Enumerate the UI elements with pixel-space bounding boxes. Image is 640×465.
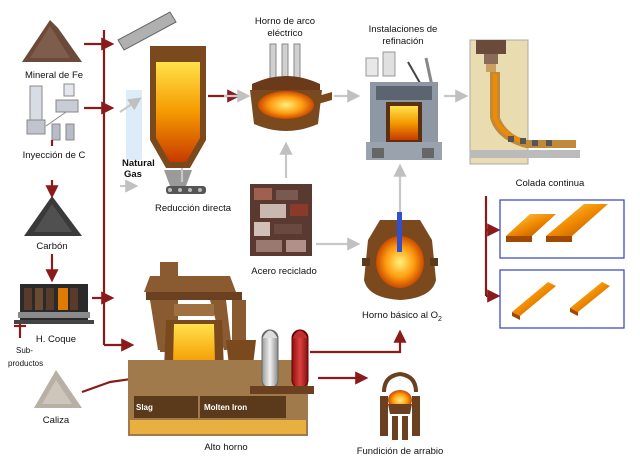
label-horno-basico-main: Horno básico al O <box>362 310 438 321</box>
label-sub: Sub- <box>16 346 33 355</box>
label-horno-basico: Horno básico al O2 <box>362 310 442 323</box>
label-caliza: Caliza <box>43 415 70 426</box>
label-productos: productos <box>8 359 43 368</box>
label-horno-arco-1: Horno de arco <box>255 16 315 27</box>
label-h-coque: H. Coque <box>36 334 76 345</box>
refining-ladle-icon <box>365 51 442 160</box>
recycled-scrap-icon <box>250 184 312 256</box>
raw-material-connectors <box>14 30 143 394</box>
limestone-pile-icon <box>34 370 82 408</box>
label-instalaciones-2: refinación <box>382 36 423 47</box>
label-colada-continua: Colada continua <box>516 178 585 189</box>
continuous-caster-icon <box>469 39 580 165</box>
label-reduccion-directa: Reducción directa <box>155 203 232 214</box>
label-alto-horno: Alto horno <box>204 442 247 453</box>
electric-arc-furnace-icon <box>250 43 332 131</box>
label-fundicion-arrabio: Fundición de arrabio <box>357 446 444 457</box>
coke-oven-icon <box>14 284 94 324</box>
label-horno-basico-sub: 2 <box>438 316 442 323</box>
flow-arrows <box>119 89 501 385</box>
basic-oxygen-furnace-icon <box>362 212 438 300</box>
label-inyeccion-c: Inyección de C <box>23 150 86 161</box>
label-instalaciones-1: Instalaciones de <box>369 24 438 35</box>
steel-billet-icon <box>499 269 625 329</box>
label-horno-arco-2: eléctrico <box>267 28 302 39</box>
pig-iron-ladle-icon <box>380 371 420 440</box>
blast-furnace-icon <box>128 262 314 436</box>
steel-slab-icon <box>499 199 625 259</box>
label-natural: Natural <box>122 158 155 169</box>
label-acero-reciclado: Acero reciclado <box>251 266 316 277</box>
coal-pile-icon <box>24 196 82 236</box>
label-molten-iron: Molten Iron <box>204 403 247 412</box>
iron-ore-pile-icon <box>22 20 82 62</box>
label-slag: Slag <box>136 403 153 412</box>
label-mineral-fe: Mineral de Fe <box>25 70 83 81</box>
label-carbon: Carbón <box>36 241 67 252</box>
carbon-injection-plant-icon <box>26 83 79 141</box>
label-gas: Gas <box>124 169 142 180</box>
